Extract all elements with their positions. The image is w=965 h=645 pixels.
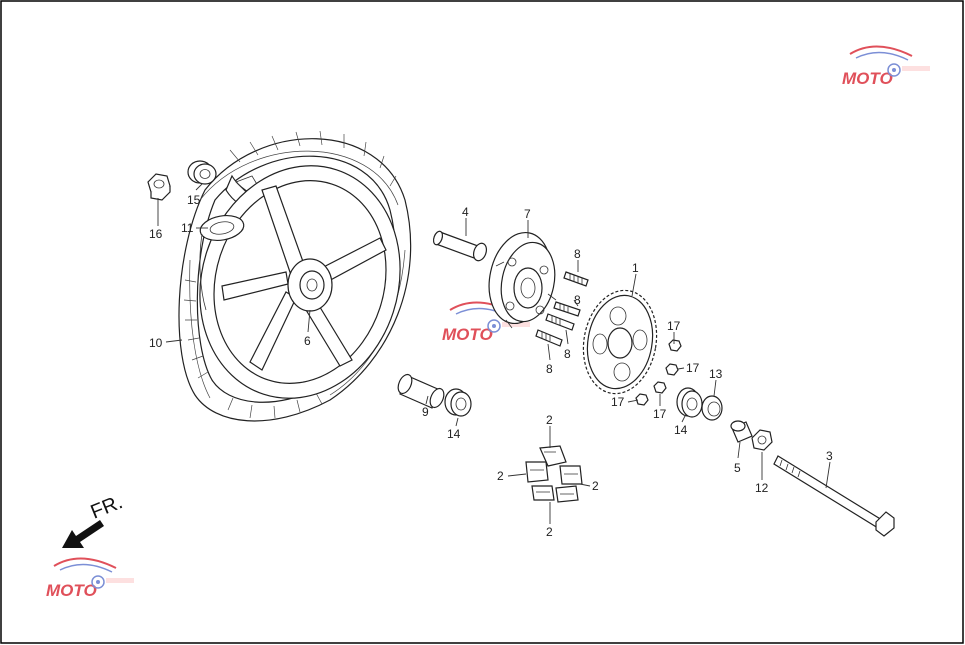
callout-5: 5 — [734, 461, 741, 475]
callout-16: 16 — [149, 227, 163, 241]
dampers-part-2 — [525, 445, 583, 503]
callout-2-left: 2 — [497, 469, 504, 483]
callout-13: 13 — [709, 367, 723, 381]
nuts-part-17 — [635, 339, 682, 406]
callout-14-left: 14 — [447, 427, 461, 441]
bearing-part-14-left — [444, 388, 472, 417]
axle-bolt-part-3 — [773, 455, 895, 537]
collar-part-5 — [730, 420, 753, 443]
sprocket-hub-part-7 — [488, 231, 557, 329]
callout-2-top: 2 — [546, 413, 553, 427]
callout-7: 7 — [524, 207, 531, 221]
inner-tube-part-11 — [199, 214, 245, 311]
oil-seal-part-13 — [701, 395, 723, 421]
callout-labels: 1 2 2 2 2 3 4 5 6 7 8 8 8 8 9 10 11 12 1… — [149, 193, 833, 539]
wheel-rim-part-6 — [199, 165, 401, 399]
callout-10: 10 — [149, 336, 163, 350]
svg-text:MOTO: MOTO — [46, 581, 97, 600]
watermark-logo-center: MOTO — [442, 301, 530, 344]
front-direction-arrow-icon — [62, 520, 104, 548]
sprocket-part-1 — [582, 289, 658, 395]
callout-4: 4 — [462, 205, 469, 219]
callout-2-right: 2 — [592, 479, 599, 493]
nut-part-16 — [147, 173, 171, 201]
callout-1: 1 — [632, 261, 639, 275]
callout-8-a: 8 — [574, 247, 581, 261]
callout-2-bottom: 2 — [546, 525, 553, 539]
studs-part-8 — [535, 271, 589, 347]
callout-17-b: 17 — [686, 361, 700, 375]
callout-9: 9 — [422, 405, 429, 419]
leader-lines — [157, 183, 831, 524]
callout-15: 15 — [187, 193, 201, 207]
callout-17-c: 17 — [611, 395, 625, 409]
callout-3: 3 — [826, 449, 833, 463]
axle-nut-part-12 — [751, 429, 773, 451]
callout-17-a: 17 — [667, 319, 681, 333]
watermark-logo-bottom-left: MOTO — [46, 557, 134, 600]
svg-text:MOTO: MOTO — [442, 325, 493, 344]
callout-8-c: 8 — [564, 347, 571, 361]
watermark-logo-top-right: MOTO — [842, 45, 930, 88]
callout-8-b: 8 — [574, 293, 581, 307]
callout-17-d: 17 — [653, 407, 667, 421]
callout-8-d: 8 — [546, 362, 553, 376]
callout-6: 6 — [304, 334, 311, 348]
callout-11: 11 — [181, 221, 194, 235]
bearing-part-15 — [187, 160, 217, 185]
collar-part-4 — [432, 230, 488, 262]
callout-12: 12 — [755, 481, 769, 495]
collar-part-9 — [397, 373, 445, 409]
callout-14-right: 14 — [674, 423, 688, 437]
svg-text:MOTO: MOTO — [842, 69, 893, 88]
